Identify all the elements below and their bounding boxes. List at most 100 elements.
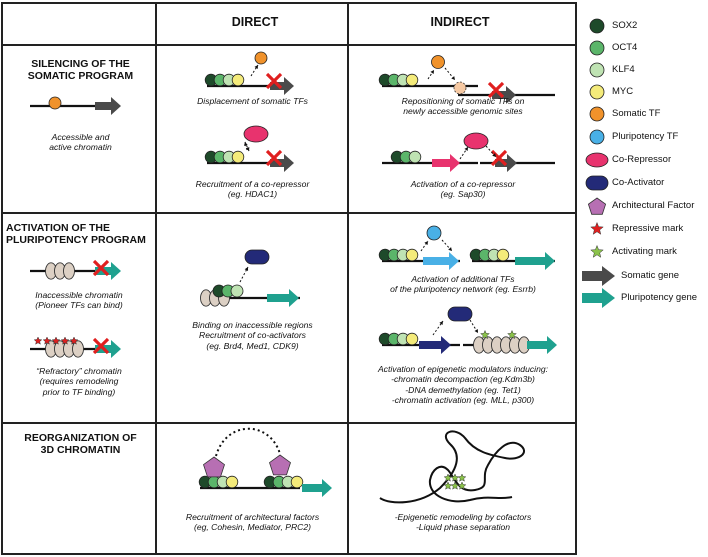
legend-label-green-star: Activating mark (612, 246, 677, 257)
legend-pentagon (587, 197, 607, 215)
legend-myc-circle (589, 84, 605, 100)
legend-co-activator-pill (585, 175, 609, 191)
somatic-gene-arrow (95, 97, 121, 115)
activating-mark-icon (480, 329, 490, 340)
legend-label-pentagon: Architectural Factor (612, 200, 695, 211)
somatic-tf-icon (254, 51, 268, 65)
activating-mark-icon (507, 329, 517, 340)
repressive-mark-icon (42, 336, 52, 345)
legend-icons (582, 18, 615, 308)
legend-green-star (590, 244, 604, 258)
legend-label-pluripotency-tf-circle: Pluripotency TF (612, 131, 679, 142)
repression-x-icon (92, 337, 110, 355)
myc-tf-icon (405, 248, 419, 262)
myc-tf-icon (405, 73, 419, 87)
caption-displacement: Displacement of somatic TFs (197, 96, 308, 106)
nucleosome-icon (63, 262, 75, 280)
pluripotency-gene-arrow (95, 340, 121, 358)
somatic-gene-arrow (270, 154, 294, 172)
legend-label-dark-arrow: Somatic gene (621, 270, 680, 281)
legend-label-co-repressor-ellipse: Co-Repressor (612, 154, 672, 165)
co-activator-icon (447, 306, 473, 322)
activating-mark-icon (457, 473, 467, 482)
myc-tf-icon (496, 248, 510, 262)
co-repressor-icon (463, 132, 489, 150)
myc-tf-icon (231, 150, 245, 164)
pluripotency-gene-arrow (527, 336, 557, 354)
legend-label-red-star: Repressive mark (612, 223, 684, 234)
legend-somatic-tf-circle (589, 106, 605, 122)
myc-tf-icon (231, 73, 245, 87)
caption-co-repressor-activation: Activation of a co-repressor(eg. Sap30) (410, 179, 516, 200)
myc-tf-icon (290, 475, 304, 489)
legend-co-repressor-ellipse (585, 152, 609, 168)
caption-inaccessible-chromatin: Inaccessible chromatin(Pioneer TFs can b… (35, 290, 123, 311)
co-activator-gene-arrow (419, 336, 451, 354)
legend-teal-arrow (582, 288, 615, 308)
arrowhead-icon (474, 329, 478, 333)
myc-tf-icon (225, 475, 239, 489)
caption-refractory-chromatin: “Refractory” chromatin(requires remodeli… (36, 366, 122, 397)
klf4-tf-icon (408, 150, 422, 164)
repressive-mark-icon (60, 336, 70, 345)
co-activator-icon (244, 249, 270, 265)
repressive-mark-icon (33, 336, 43, 345)
nucleosome-icon (72, 340, 84, 358)
arrowhead-icon (245, 147, 250, 151)
legend-label-oct4-circle: OCT4 (612, 42, 638, 53)
klf4-tf-icon (230, 284, 244, 298)
arrowhead-icon (451, 76, 455, 80)
legend-label-somatic-tf-circle: Somatic TF (612, 108, 661, 119)
arrowhead-icon (464, 147, 468, 151)
arrowhead-icon (243, 142, 248, 146)
architectural-factor-icon (269, 454, 291, 476)
caption-architectural-factors: Recruitment of architectural factors(eg,… (185, 512, 320, 533)
repression-x-icon (265, 72, 283, 90)
dashed-arrow (239, 266, 249, 283)
pluripotency-gene-arrow (267, 289, 299, 307)
legend-label-co-activator-pill: Co-Activator (612, 177, 665, 188)
legend-dark-arrow (582, 266, 615, 286)
table-grid (1, 2, 577, 555)
somatic-gene-arrow (270, 77, 294, 95)
legend-label-myc-circle: MYC (612, 86, 634, 97)
pluripotency-tf-icon (426, 225, 442, 241)
repression-x-icon (265, 149, 283, 167)
repression-x-icon (92, 259, 110, 277)
myc-tf-icon (405, 332, 419, 346)
arrowhead-icon (439, 321, 443, 325)
chromatin-loop-dashed (215, 427, 281, 457)
legend-oct4-circle (589, 40, 605, 56)
arrowhead-icon (448, 247, 452, 251)
header-indirect: INDIRECT (430, 15, 490, 29)
pluripotency-tf-gene-arrow (423, 252, 459, 270)
caption-epigenetic-remodeling: -Epigenetic remodeling by cofactors-Liqu… (394, 512, 532, 533)
displaced-somatic-tf-icon (453, 81, 467, 95)
caption-co-repressor-recruitment: Recruitment of a co-repressor(eg. HDAC1) (195, 179, 310, 200)
repressive-mark-icon (69, 336, 79, 345)
repression-x-icon (487, 81, 505, 99)
legend-label-klf4-circle: KLF4 (612, 64, 635, 75)
legend-label-teal-arrow: Pluripotency gene (621, 292, 698, 303)
arrowhead-icon (254, 65, 258, 69)
legend-label-sox2-circle: SOX2 (612, 20, 638, 31)
activating-mark-icon (457, 481, 467, 490)
somatic-gene-arrow (492, 86, 516, 104)
caption-epigenetic-modulators: Activation of epigenetic modulators indu… (377, 364, 549, 406)
arrowhead-icon (430, 70, 434, 74)
repression-x-icon (490, 149, 508, 167)
dashed-arrow (432, 320, 444, 336)
pluripotency-gene-arrow (515, 252, 555, 270)
somatic-tf-icon (431, 55, 445, 69)
arrowhead-icon (244, 267, 249, 271)
co-repressor-gene-arrow (432, 154, 460, 172)
arrowhead-icon (424, 241, 428, 245)
